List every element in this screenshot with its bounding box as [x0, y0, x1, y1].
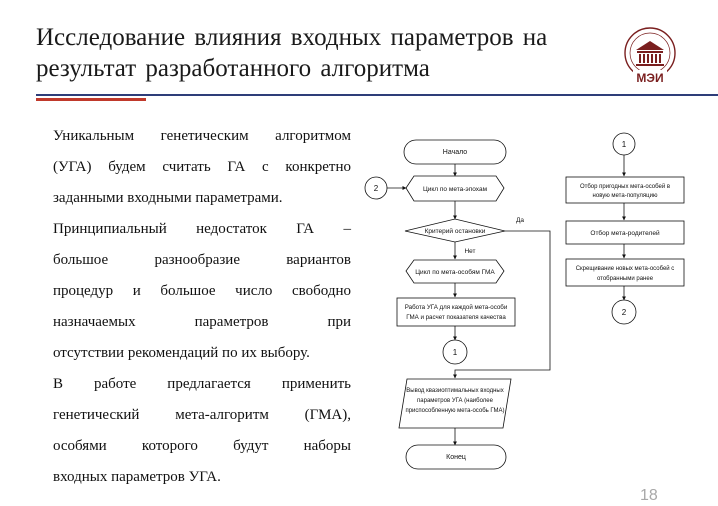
- flow-no-label: Нет: [464, 248, 475, 255]
- flow-select-fit-line: Отбор пригодных мета-особей в: [580, 183, 670, 190]
- slide-title: Исследование влияния входных параметров …: [36, 22, 616, 84]
- flow-run-uga: [396, 297, 516, 327]
- university-building-icon: [636, 41, 664, 66]
- body-line: назначаемых параметров при: [53, 314, 351, 330]
- flow-loop-individuals: [405, 259, 505, 284]
- title-divider: [36, 94, 718, 96]
- flow-end-label: Конец: [446, 454, 466, 461]
- flow-run-uga-line: ГМА и расчет показателя качества: [406, 314, 506, 321]
- body-line: Уникальным генетическим алгоритмом: [53, 128, 351, 144]
- body-line: генетический мета-алгоритм (ГМА),: [53, 407, 351, 423]
- page-number: 18: [640, 487, 658, 504]
- flow-loop-individuals-label: Цикл по мета-особям ГМА: [415, 268, 495, 276]
- body-line: отсутствии рекомендаций по их выбору.: [53, 345, 310, 361]
- flow-connector-2-out: [611, 299, 637, 325]
- body-line: Принципиальный недостаток ГА –: [53, 221, 351, 237]
- flow-output: [398, 378, 512, 429]
- body-text: Уникальным генетическим алгоритмом (УГА)…: [53, 121, 351, 493]
- flow-decision-label: Критерий остановки: [425, 227, 486, 235]
- flow-start-label: Начало: [443, 149, 467, 156]
- flow-select-parents-label: Отбор мета-родителей: [590, 229, 660, 237]
- body-line: заданными входными параметрами.: [53, 190, 283, 206]
- slide-title-line-1: Исследование влияния входных параметров …: [36, 24, 548, 51]
- connector-1-label: 1: [453, 348, 458, 357]
- flow-select-fit-line: новую мета-популяцию: [593, 193, 658, 199]
- logo-text: МЭИ: [636, 71, 663, 85]
- body-line: особями которого будут наборы: [53, 438, 351, 454]
- flow-decision-stop: [404, 218, 506, 243]
- flow-output-line: Вывод квазиоптимальных входных: [406, 388, 503, 394]
- body-line: В работе предлагается применить: [53, 376, 351, 392]
- flow-yes-label: Да: [516, 217, 524, 224]
- body-line: (УГА) будем считать ГА с конкретно: [53, 159, 351, 175]
- flow-select-parents: [565, 220, 685, 245]
- connector-2-label: 2: [622, 308, 627, 317]
- connector-1-label: 1: [622, 140, 627, 149]
- flow-output-line: приспособленную мета-особь ГМА): [405, 408, 504, 414]
- slide-title-line-2: результат разработанного алгоритма: [36, 55, 430, 82]
- flow-loop-epochs-label: Цикл по мета-эпохам: [423, 186, 488, 193]
- flow-loop-epochs: [405, 175, 505, 202]
- flow-crossover: [565, 258, 685, 287]
- flowchart: Начало 2 Цикл по мета-эпохам Критерий ос…: [364, 132, 685, 470]
- flow-run-uga-line: Работа УГА для каждой мета-особи: [405, 304, 508, 311]
- flow-connector-1-in: [612, 132, 636, 156]
- body-line: процедур и большое число свободно: [53, 283, 351, 299]
- university-logo: МЭИ: [624, 27, 676, 85]
- connector-2-label: 2: [374, 184, 379, 193]
- body-line: входных параметров УГА.: [53, 469, 221, 485]
- flow-arrow-yes: [453, 230, 551, 379]
- flow-select-fit: [565, 176, 685, 204]
- flow-start: [403, 139, 507, 165]
- title-accent-divider: [36, 98, 146, 101]
- flow-output-line: параметров УГА (наиболее: [417, 398, 494, 404]
- flow-connector-2-in: [364, 176, 388, 200]
- flow-crossover-line: отобранными ранее: [597, 276, 654, 282]
- flow-crossover-line: Скрещивание новых мета-особей с: [576, 265, 675, 272]
- body-line: большое разнообразие вариантов: [53, 252, 351, 268]
- flow-end: [405, 444, 507, 470]
- flow-connector-1-out: [442, 339, 468, 365]
